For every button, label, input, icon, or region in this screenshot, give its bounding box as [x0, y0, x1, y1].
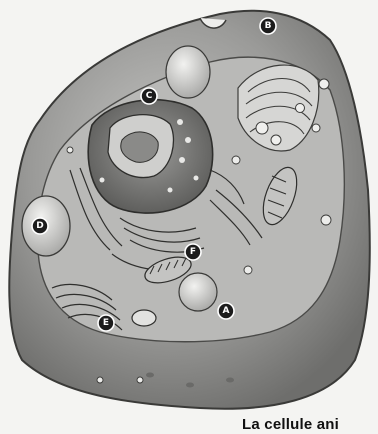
label-c: C: [141, 88, 157, 104]
vesicle: [166, 46, 210, 98]
label-a: A: [218, 303, 234, 319]
lysosome: [179, 273, 217, 311]
nucleus: [88, 100, 212, 213]
label-f-text: F: [190, 247, 196, 257]
label-e: E: [98, 315, 114, 331]
label-f: F: [185, 244, 201, 260]
label-b: B: [260, 18, 276, 34]
diagram-caption: La cellule ani: [242, 416, 339, 433]
label-d: D: [32, 218, 48, 234]
label-b-text: B: [265, 21, 272, 31]
label-a-text: A: [223, 306, 230, 316]
label-d-text: D: [36, 221, 43, 231]
label-e-text: E: [103, 318, 109, 328]
label-c-text: C: [146, 91, 153, 101]
